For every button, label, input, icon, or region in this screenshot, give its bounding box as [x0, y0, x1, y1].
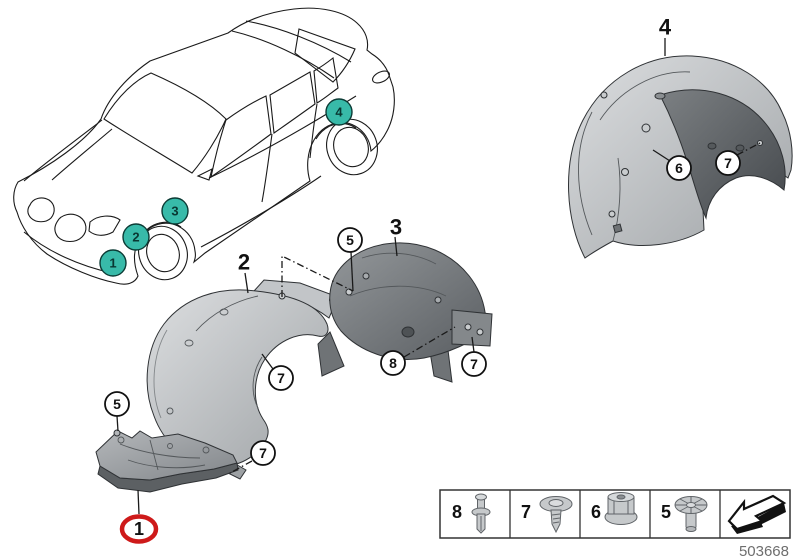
nut-icon: [604, 492, 638, 525]
arrow-icon: [727, 494, 787, 534]
callout-label: 5: [346, 232, 354, 248]
legend-cell-arrow: [727, 494, 787, 534]
zone-marker-4-label: 4: [335, 105, 343, 120]
zone-marker-2[interactable]: 2: [122, 223, 150, 251]
callout-label: 7: [259, 445, 267, 461]
legend-number: 5: [661, 502, 671, 522]
callout-label: 8: [389, 355, 397, 371]
legend-cell-5: 5: [661, 496, 708, 532]
clip-icon: [674, 496, 708, 532]
selected-part-marker[interactable]: 1: [119, 514, 159, 544]
legend-cell-8: 8: [452, 493, 491, 534]
legend-cell-7: 7: [521, 496, 573, 534]
car-outline-icon: [13, 7, 395, 285]
legend-cell-6: 6: [591, 492, 638, 525]
callout-label: 7: [724, 155, 732, 171]
front-wheel-icon: [138, 221, 188, 281]
leader-lines: [116, 38, 761, 515]
callout-label: 7: [470, 356, 478, 372]
diagram-number: 503668: [739, 543, 789, 560]
part-1-drawing: [95, 429, 239, 493]
rivet-icon: [471, 493, 491, 534]
legend-number: 6: [591, 502, 601, 522]
car-overview: 1 2 3 4: [13, 7, 395, 285]
zone-marker-4[interactable]: 4: [325, 98, 353, 126]
taillight-icon: [372, 70, 390, 84]
zone-marker-3[interactable]: 3: [161, 197, 189, 225]
fastener-legend: 8 7 6: [439, 489, 791, 539]
callout-6-part4[interactable]: 6: [666, 155, 692, 181]
callout-7-part3[interactable]: 7: [461, 351, 487, 377]
callout-7-part4[interactable]: 7: [715, 150, 741, 176]
callout-8-part3[interactable]: 8: [380, 350, 406, 376]
callout-7-part2-mid[interactable]: 7: [268, 365, 294, 391]
part-2-label[interactable]: 2: [238, 250, 250, 275]
callout-7-part2-bottom[interactable]: 7: [250, 440, 276, 466]
part-3-label[interactable]: 3: [390, 215, 402, 240]
legend-number: 7: [521, 502, 531, 522]
selected-part-label: 1: [134, 519, 144, 539]
headlight-icon: [88, 215, 121, 236]
legend-number: 8: [452, 502, 462, 522]
callout-5-parts23[interactable]: 5: [337, 227, 363, 253]
callout-5-part1[interactable]: 5: [104, 391, 130, 417]
zone-marker-1[interactable]: 1: [99, 249, 127, 277]
screw-icon: [539, 496, 573, 534]
callout-label: 7: [277, 370, 285, 386]
kidney-grille-icon: [27, 197, 87, 243]
zone-marker-2-label: 2: [132, 230, 139, 245]
part-3-drawing: [317, 242, 493, 383]
callout-label: 6: [675, 160, 683, 176]
callout-label: 5: [113, 396, 121, 412]
zone-marker-3-label: 3: [171, 204, 178, 219]
part-4-label[interactable]: 4: [659, 15, 672, 40]
zone-marker-1-label: 1: [109, 256, 116, 271]
